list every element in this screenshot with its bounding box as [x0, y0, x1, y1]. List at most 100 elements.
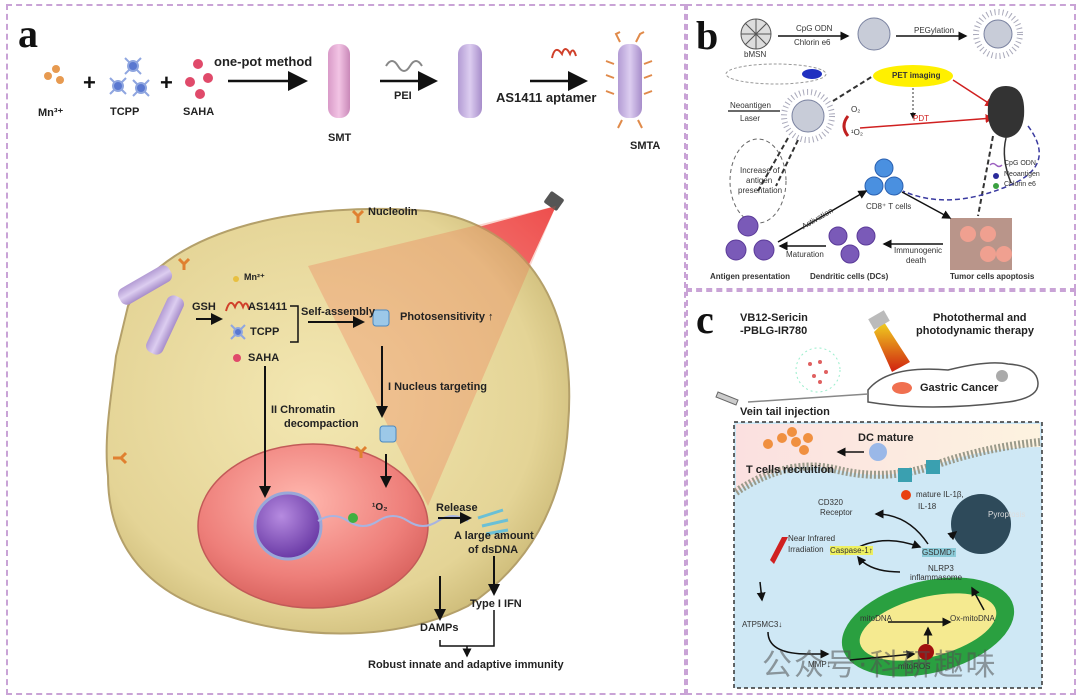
label-gsh: GSH	[192, 301, 216, 313]
panel-a: + +	[6, 4, 686, 695]
cell-membrane	[733, 438, 1041, 496]
saha-particles	[185, 59, 213, 99]
arrow-mmp-ros	[849, 650, 916, 661]
nanoparticle-icon	[795, 347, 841, 393]
panel-a-graphics: + +	[44, 31, 653, 658]
aptamer-icon	[551, 48, 577, 59]
label-dendritic-cells: Dendritic cells (DCs)	[810, 272, 889, 281]
label-laser: Laser	[740, 114, 761, 123]
label-nano-line1: VB12-Sericin	[740, 312, 808, 324]
pegylated-particle	[983, 19, 1013, 49]
label-nucleolin: Nucleolin	[368, 206, 418, 218]
as1411-icon	[225, 301, 250, 312]
label-increase-line3: presentation	[738, 186, 783, 195]
panel-letter-b: b	[696, 13, 719, 58]
laser-source-icon	[544, 191, 564, 211]
label-self-assembly: Self-assembly	[301, 306, 375, 318]
legend-cpg-icon	[989, 162, 1003, 168]
antigen-presenting-cells	[725, 215, 775, 261]
mouse-eye	[996, 370, 1008, 382]
laser-glow	[308, 206, 556, 506]
dendritic-cells	[828, 226, 876, 264]
smta-rod-outside	[117, 265, 173, 305]
dsdna-fragments	[477, 508, 509, 536]
mn3-particles	[44, 65, 64, 84]
dashed-to-pet	[832, 75, 874, 102]
laser-beam-c	[874, 322, 910, 372]
watermark-text: 公众号·科研趣味	[762, 648, 998, 683]
intermediate-rod	[458, 44, 482, 118]
label-one-pot-method: one-pot method	[214, 54, 313, 69]
panel-c-graphics	[715, 310, 1043, 689]
label-type-i-ifn: Type I IFN	[470, 598, 522, 610]
dna-strand	[317, 515, 469, 527]
smta-rod-entering	[146, 295, 184, 355]
label-saha: SAHA	[183, 106, 215, 118]
pyroptosis-cell	[951, 494, 1011, 554]
smta-rod	[618, 44, 642, 118]
panel-b-graphics	[725, 9, 1040, 270]
legend-chlorin-e6: Chlorin e6	[1004, 181, 1036, 188]
panel-letter-a: a	[18, 11, 38, 56]
label-neoantigen: Neoantigen	[730, 101, 771, 110]
dc-icon	[869, 443, 887, 461]
panel-c: c VB12-Sericin -PBLG-IR780 Photothermal …	[686, 290, 1076, 695]
label-mn3: Mn³⁺	[38, 107, 64, 119]
loaded-particle	[857, 17, 891, 51]
label-bmsn: bMSN	[744, 50, 767, 59]
label-singlet-o2: ¹O₂	[851, 128, 863, 137]
label-cd320-line1: CD320	[818, 498, 843, 507]
label-il1b: mature IL-1β,	[916, 490, 964, 499]
label-ox-mitodna: Ox-mitoDNA	[950, 614, 995, 623]
label-therapy-line1: Photothermal and	[933, 312, 1027, 324]
label-immunity: Robust innate and adaptive immunity	[368, 659, 564, 671]
mitoros-icon	[918, 644, 934, 660]
arrow-pet-mouse	[952, 79, 995, 107]
bracket	[290, 305, 299, 343]
label-chromatin-line2: decompaction	[284, 418, 359, 430]
label-maturation: Maturation	[786, 250, 824, 259]
smta-aptamers	[605, 31, 653, 129]
label-cd320-line2: Receptor	[820, 508, 853, 517]
laser-device-icon	[868, 310, 890, 330]
label-mitodna: mitoDNA	[860, 614, 893, 623]
label-dsdna-line2: of dsDNA	[468, 544, 519, 556]
t-cell-particles	[763, 427, 813, 455]
label-mmp: MMP↓	[808, 660, 831, 669]
mouse-tail	[1003, 137, 1012, 184]
label-o2: O₂	[851, 105, 861, 114]
label-il18: IL-18	[918, 502, 937, 511]
label-therapy-line2: photodynamic therapy	[916, 325, 1034, 337]
label-nir-line1: Near Infrared	[788, 534, 836, 543]
mn2-ion	[233, 276, 239, 282]
legend-chlorin-icon	[993, 183, 999, 189]
label-increase-line2: antigen	[746, 176, 773, 185]
label-nir-line2: Irradiation	[788, 545, 824, 554]
arrow-pdt	[859, 114, 995, 129]
pet-imaging-badge	[873, 65, 953, 87]
bmsn-particle	[740, 18, 772, 50]
label-gastric-cancer: Gastric Cancer	[920, 382, 999, 394]
legend-neoantigen-icon	[993, 173, 999, 179]
label-singlet-oxygen: ¹O₂	[372, 502, 388, 513]
nucleolin-receptor	[113, 209, 368, 465]
legend-neoantigen: Neoantigen	[1004, 171, 1040, 178]
legend-cpg-odn: CpG ODN	[1004, 160, 1036, 167]
singlet-oxygen-dot	[348, 513, 358, 523]
tcpp-molecules	[109, 57, 150, 97]
label-mn2: Mn²⁺	[244, 272, 265, 282]
plus-sign: +	[160, 70, 173, 95]
label-immunogenic-line1: Immunogenic	[894, 246, 943, 255]
label-increase-line1: Increase of	[740, 166, 780, 175]
label-chromatin-line1: II Chromatin	[271, 404, 336, 416]
label-gsdmd: GSDMD↑	[922, 548, 956, 557]
panel-b: b bMSN CpG ODN Chlorin e6 PEGylation PET…	[686, 4, 1076, 290]
arrow-killing	[901, 191, 952, 219]
label-cd8-t-cells: CD8⁺ T cells	[866, 202, 912, 211]
arrow-activation	[777, 190, 868, 243]
mouse-icon	[987, 86, 1025, 138]
label-dsdna-line1: A large amount	[454, 530, 534, 542]
nanoassembly-icon	[372, 309, 390, 327]
o2-conversion-arrow	[842, 115, 850, 137]
label-immunogenic-line2: death	[906, 256, 927, 265]
